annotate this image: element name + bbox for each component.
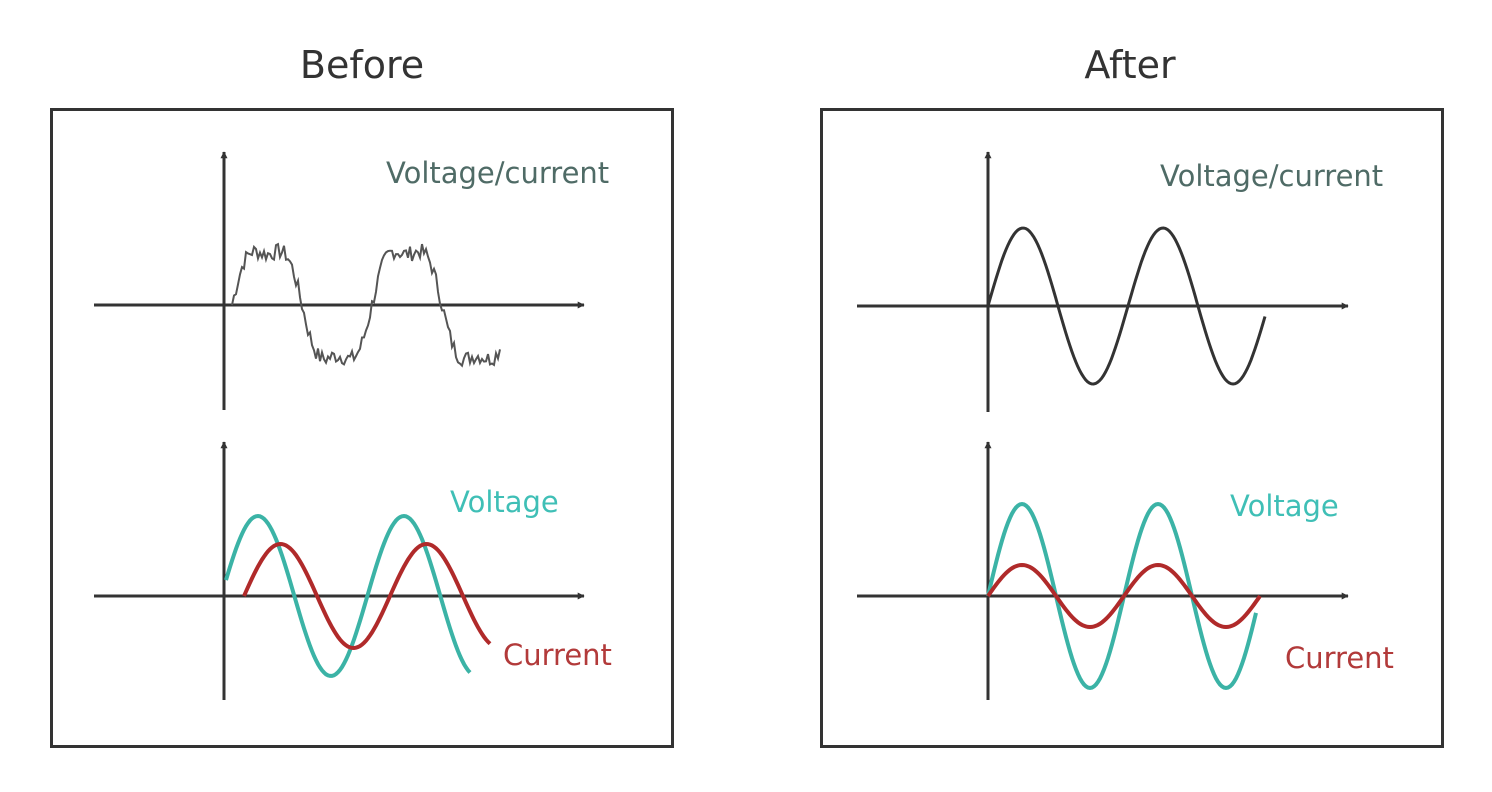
after-combined-wave bbox=[986, 226, 1267, 386]
before-current-label: Current bbox=[503, 638, 612, 672]
after-bottom-axes bbox=[857, 441, 1349, 700]
after-current-label: Current bbox=[1285, 641, 1394, 675]
after-current-wave bbox=[986, 562, 1262, 630]
before-bottom-axes bbox=[94, 441, 585, 700]
before-title: Before bbox=[299, 43, 425, 87]
before-current-wave bbox=[242, 541, 492, 651]
before-top-label: Voltage/current bbox=[386, 156, 609, 190]
before-distorted-wave bbox=[231, 242, 501, 368]
before-voltage-wave bbox=[224, 513, 472, 678]
after-voltage-wave bbox=[986, 501, 1258, 691]
after-top-label: Voltage/current bbox=[1160, 159, 1383, 193]
before-panel bbox=[50, 108, 674, 748]
after-title: After bbox=[1084, 43, 1176, 87]
after-top-axes bbox=[857, 151, 1349, 412]
before-top-axes bbox=[94, 151, 585, 410]
before-voltage-label: Voltage bbox=[450, 485, 559, 519]
after-voltage-label: Voltage bbox=[1230, 489, 1339, 523]
after-panel bbox=[820, 108, 1444, 748]
